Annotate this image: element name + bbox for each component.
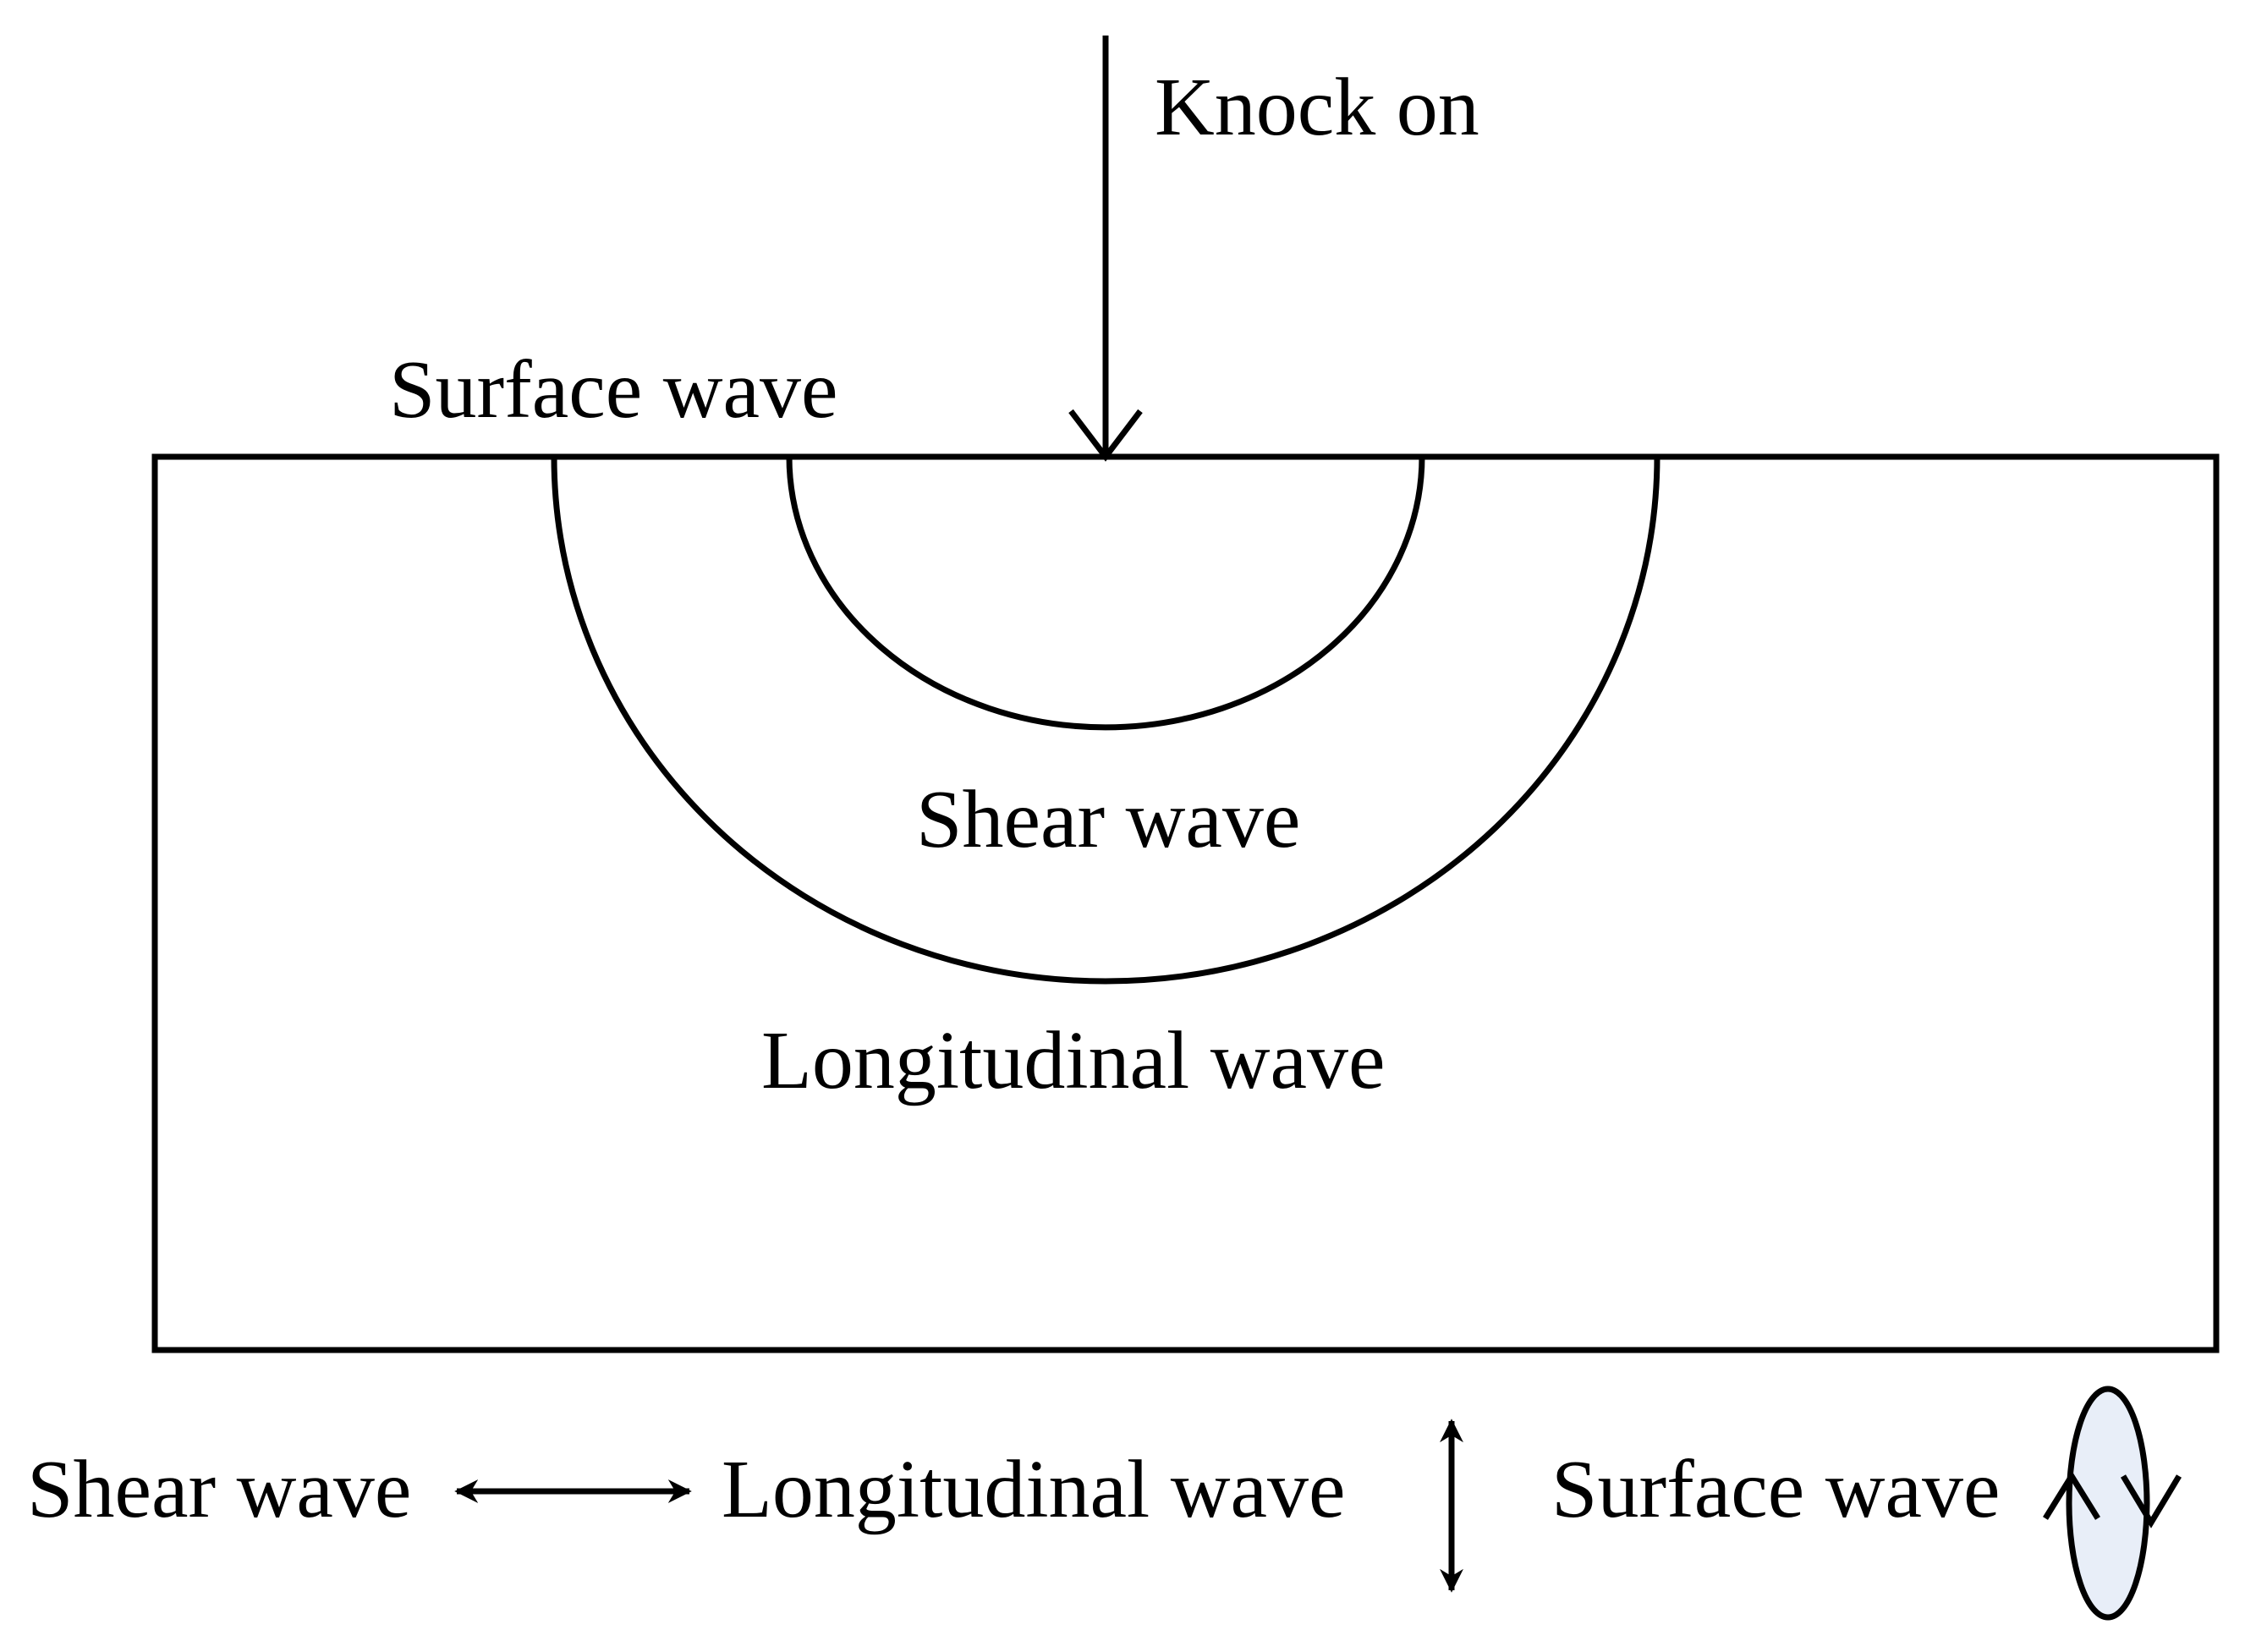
longitudinal-wave-front bbox=[551, 456, 1660, 985]
surface-wave-motion-ellipse bbox=[2066, 1386, 2150, 1621]
surface-wave-label: Surface wave bbox=[389, 344, 838, 436]
legend-shear-wave-label: Shear wave bbox=[27, 1444, 412, 1535]
surface-wave-down-chevron bbox=[2120, 1474, 2182, 1529]
legend-surface-wave-label: Surface wave bbox=[1551, 1444, 2001, 1535]
longitudinal-wave-label: Longitudinal wave bbox=[761, 1015, 1386, 1106]
surface-wave-up-chevron bbox=[2043, 1470, 2100, 1520]
medium-block bbox=[151, 453, 2220, 1353]
knock-on-label: Knock on bbox=[1155, 62, 1479, 153]
shear-wave-front bbox=[786, 456, 1425, 731]
legend-longitudinal-wave-label: Longitudinal wave bbox=[722, 1444, 1346, 1535]
shear-wave-label: Shear wave bbox=[916, 774, 1301, 865]
knock-arrow-head bbox=[1068, 409, 1143, 462]
